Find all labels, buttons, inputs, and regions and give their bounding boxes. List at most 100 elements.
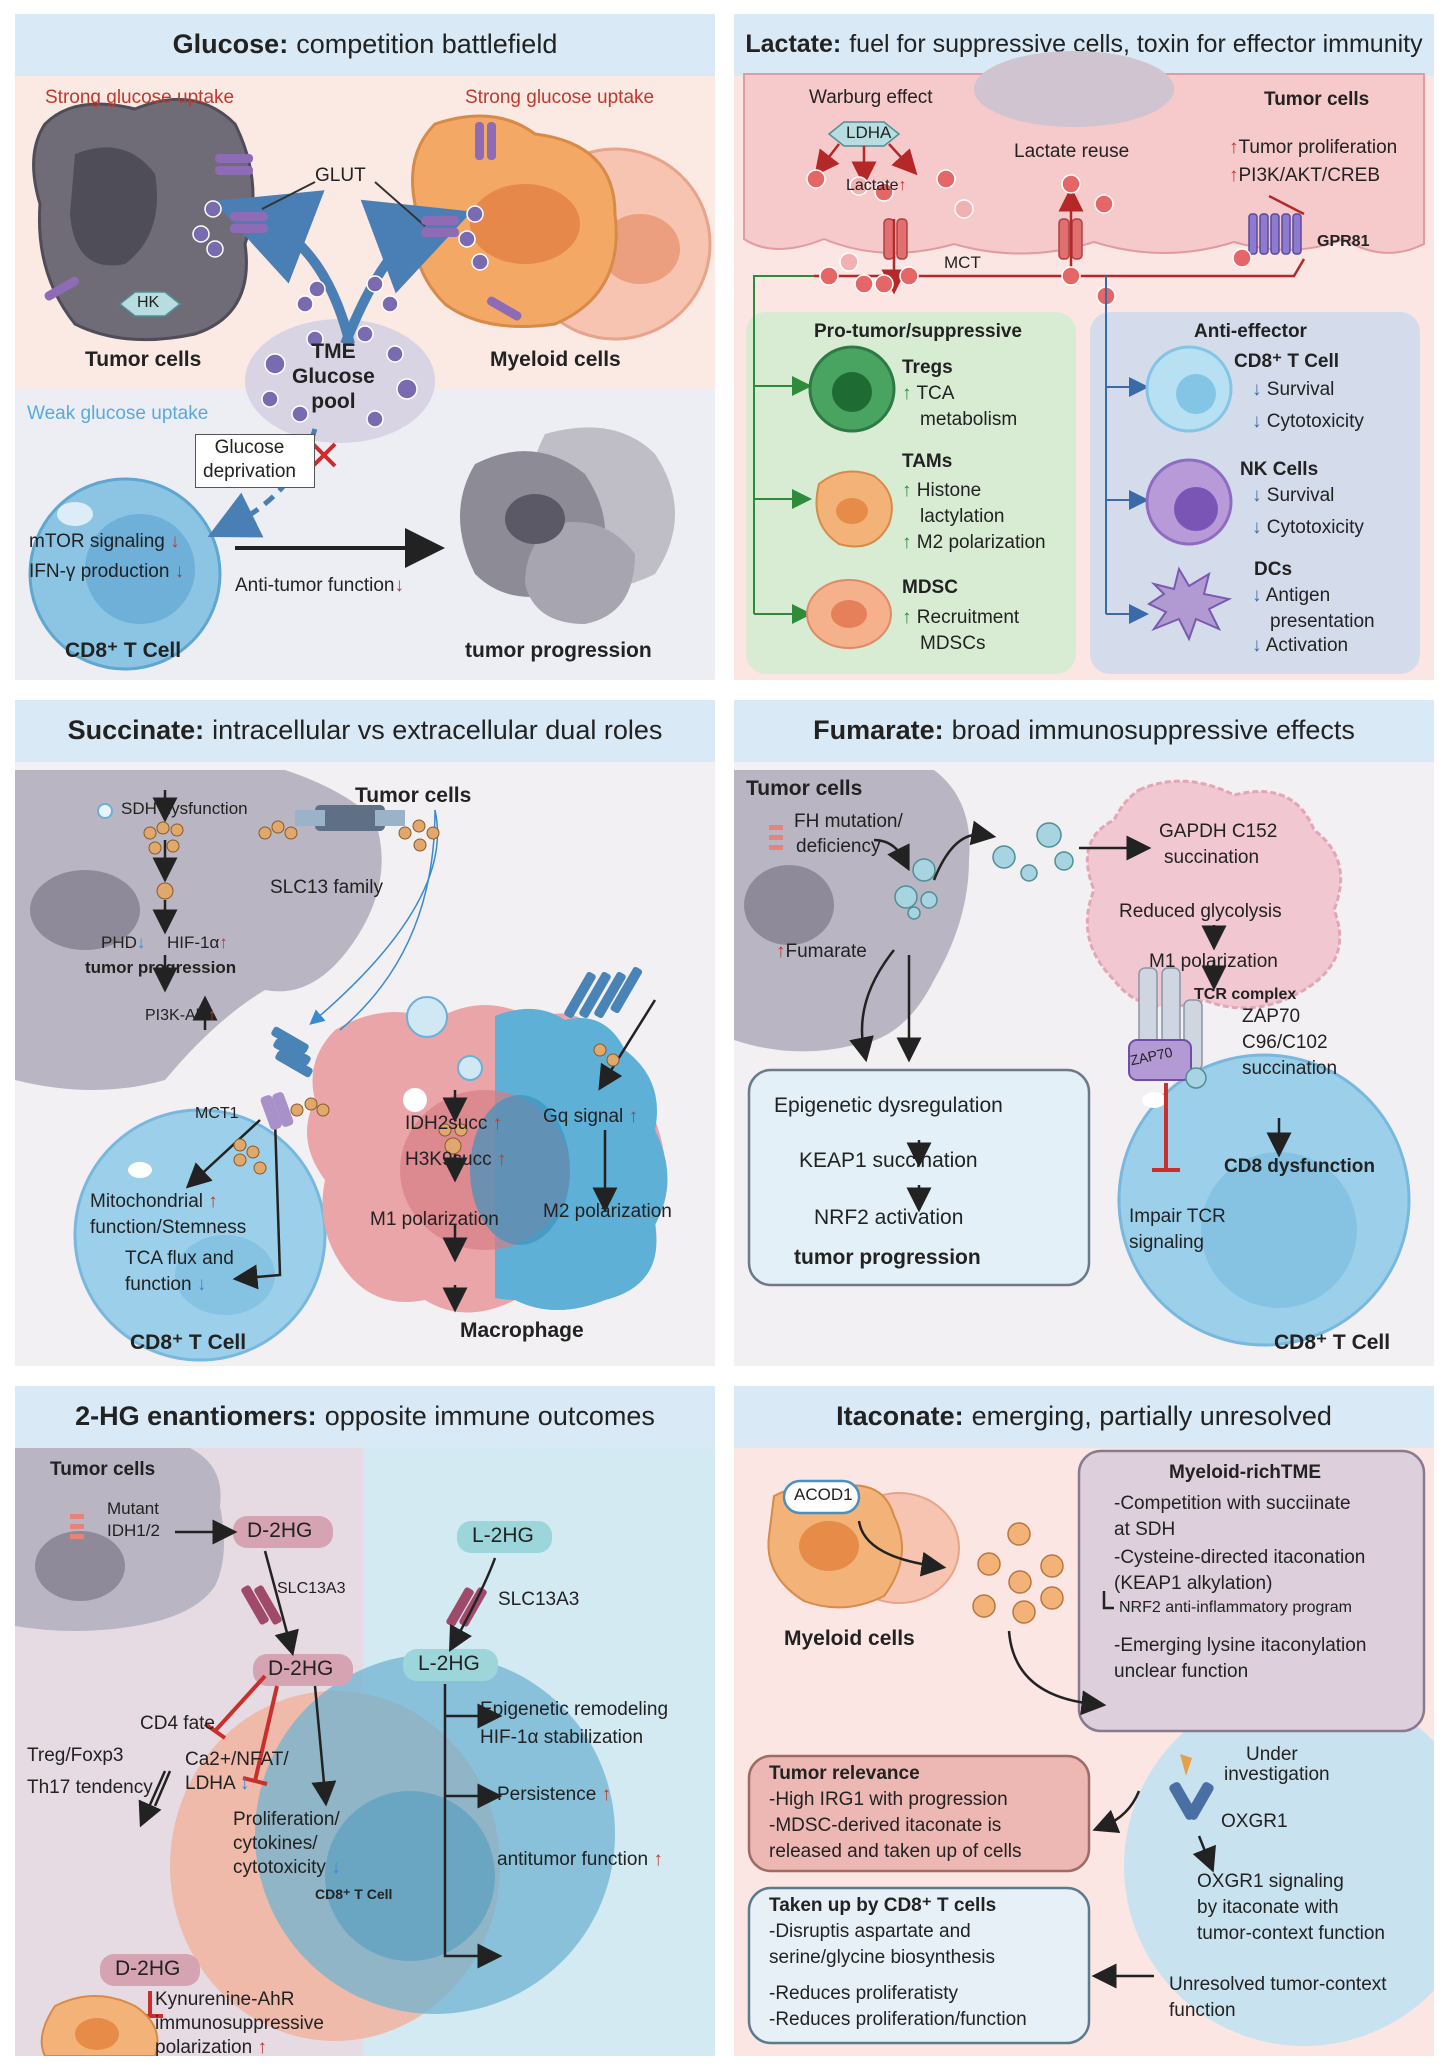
mdsc-label: MDSC xyxy=(902,577,958,598)
b3b-label: unclear function xyxy=(1114,1661,1249,1682)
rel1-label: -High IRG1 with progression xyxy=(769,1789,1008,1810)
anti-label: antitumor function ↑ xyxy=(497,1849,663,1870)
kyn-label-3: polarization ↑ xyxy=(155,2037,267,2056)
cd8-label: CD8⁺ T Cell xyxy=(65,639,182,662)
nk-detail-2: ↓ Cytotoxicity xyxy=(1252,517,1364,538)
oxsig-label-2: by itaconate with xyxy=(1197,1897,1339,1918)
glucose-illustration xyxy=(28,97,712,671)
slc-label-b: SLC13A3 xyxy=(498,1589,580,1610)
tumor-cells-label: Tumor cells xyxy=(85,348,202,371)
progression-label: tumor progression xyxy=(85,958,237,977)
hg-illustration xyxy=(15,1448,615,2056)
strong-uptake-left: Strong glucose uptake xyxy=(45,87,235,108)
th17-label: Th17 tendency xyxy=(27,1777,153,1798)
myeloid-label: Myeloid cells xyxy=(784,1627,915,1650)
unres-label-2: function xyxy=(1169,2000,1236,2021)
cd8-label: CD8⁺ T Cell xyxy=(315,1886,393,1902)
tams-detail-3: ↑ M2 polarization xyxy=(902,532,1046,553)
lactate-label: Lactate↑ xyxy=(846,177,907,194)
cd8-dys-label: CD8 dysfunction xyxy=(1224,1156,1375,1177)
succinate-panel: Succinate:intracellular vs extracellular… xyxy=(15,700,715,1366)
prolif-label-2: cytokines/ xyxy=(233,1833,318,1854)
l2hg-label: L-2HG xyxy=(472,1524,534,1547)
cd8-detail: ↓ Survival xyxy=(1252,379,1335,400)
fumarate-panel: Fumarate:broad immunosuppressive effects xyxy=(734,700,1434,1366)
reduced-label: Reduced glycolysis xyxy=(1119,901,1282,922)
progression-label: tumor progression xyxy=(465,639,652,662)
rel3-label: released and taken up of cells xyxy=(769,1841,1022,1862)
tca-label: TCA flux and xyxy=(125,1248,234,1269)
prolif-label-3: cytotoxicity ↓ xyxy=(233,1857,341,1878)
hif-label: HIF-1α↑ xyxy=(167,933,228,952)
cd8-label: CD8⁺ T Cell xyxy=(1234,351,1340,372)
mito-label: Mitochondrial ↑ xyxy=(90,1191,218,1212)
m1-label: M1 polarization xyxy=(1149,951,1278,972)
tams-detail-2: lactylation xyxy=(920,506,1005,527)
ldha-label: LDHA ↓ xyxy=(185,1773,250,1794)
unres-label: Unresolved tumor-context xyxy=(1169,1974,1387,1995)
hg-panel: 2-HG enantiomers:opposite immune outcome… xyxy=(15,1386,715,2056)
tumor-prolif-label: ↑Tumor proliferation xyxy=(1229,137,1398,158)
zap-label-2: C96/C102 xyxy=(1242,1032,1328,1053)
tca-label-2: function ↓ xyxy=(125,1274,207,1295)
dcs-detail-3: ↓ Activation xyxy=(1252,635,1349,656)
macrophage-label: Macrophage xyxy=(460,1319,584,1342)
cd8-detail-2: ↓ Cytotoxicity xyxy=(1252,411,1364,432)
tregs-label: Tregs xyxy=(902,357,953,378)
ldha-label: LDHA xyxy=(846,123,892,142)
ifn-label: IFN-γ production ↓ xyxy=(29,561,185,582)
tumor-cells-label: Tumor cells xyxy=(746,777,863,800)
b2c-label: NRF2 anti-inflammatory program xyxy=(1119,1599,1352,1616)
fh-label-2: deficiency xyxy=(796,836,881,857)
progression-label: tumor progression xyxy=(794,1246,981,1269)
reuse-label: Lactate reuse xyxy=(1014,141,1130,162)
mtor-label: mTOR signaling ↓ xyxy=(29,531,180,552)
tumor-cells-label: Tumor cells xyxy=(50,1459,156,1480)
fh-label: FH mutation/ xyxy=(794,811,903,832)
deprivation-label: Glucose deprivation xyxy=(203,437,296,482)
tumor-cells-label: Tumor cells xyxy=(355,784,472,807)
epi-label: Epigenetic dysregulation xyxy=(774,1094,1003,1117)
d2hg-in-label: D-2HG xyxy=(268,1657,334,1680)
phd-label: PHD↓ xyxy=(101,933,146,952)
hk-label: HK xyxy=(137,294,160,311)
panel-title: Lactate:fuel for suppressive cells, toxi… xyxy=(745,29,1423,58)
acod1-label: ACOD1 xyxy=(794,1485,853,1504)
warburg-label: Warburg effect xyxy=(809,87,933,108)
itaconate-panel: Itaconate:emerging, partially unresolved… xyxy=(734,1386,1434,2056)
cd8-label: CD8⁺ T Cell xyxy=(130,1331,247,1354)
b2-label: -Cysteine-directed itaconation xyxy=(1114,1547,1366,1568)
lactate-panel: Lactate:fuel for suppressive cells, toxi… xyxy=(734,14,1434,680)
slc-label-a: SLC13A3 xyxy=(277,1580,346,1597)
d2hg-label: D-2HG xyxy=(247,1519,313,1542)
anti-effector-title: Anti-effector xyxy=(1194,321,1307,342)
tams-label: TAMs xyxy=(902,451,953,472)
panel-title: Fumarate:broad immunosuppressive effects xyxy=(813,714,1355,745)
tregs-detail: ↑ TCA xyxy=(902,383,955,404)
b1b-label: at SDH xyxy=(1114,1519,1176,1540)
epi-label: Epigenetic remodeling xyxy=(480,1699,669,1720)
oxgr1-label: OXGR1 xyxy=(1221,1811,1288,1832)
fumarate-label: ↑Fumarate xyxy=(776,941,867,962)
dcs-detail: ↓ Antigen xyxy=(1252,585,1331,606)
tregs-detail-2: metabolism xyxy=(920,409,1018,430)
pro-tumor-title: Pro-tumor/suppressive xyxy=(814,321,1022,342)
lactate-illustration xyxy=(743,51,1425,674)
succinate-illustration xyxy=(15,770,668,1362)
d2hg-b-label: D-2HG xyxy=(115,1957,181,1980)
c2-label: serine/glycine biosynthesis xyxy=(769,1947,996,1968)
anti-tumor-label: Anti-tumor function↓ xyxy=(235,575,404,596)
mito-label-2: function/Stemness xyxy=(90,1217,247,1238)
gq-label: Gq signal ↑ xyxy=(543,1106,639,1127)
hif-label: HIF-1α stabilization xyxy=(480,1727,644,1748)
panel-title: Itaconate:emerging, partially unresolved xyxy=(836,1400,1332,1431)
mdsc-detail-2: MDSCs xyxy=(920,633,986,654)
idh-label: IDH1/2 xyxy=(107,1521,160,1540)
deprivation-box xyxy=(195,434,315,488)
dcs-detail-2: presentation xyxy=(1270,611,1375,632)
persist-label: Persistence ↑ xyxy=(497,1784,612,1805)
slc13-label: SLC13 family xyxy=(270,877,383,898)
kyn-label: Kynurenine-AhR xyxy=(155,1989,295,2010)
b1-label: -Competition with succiinate xyxy=(1114,1493,1351,1514)
nrf2-label: NRF2 activation xyxy=(814,1206,964,1229)
